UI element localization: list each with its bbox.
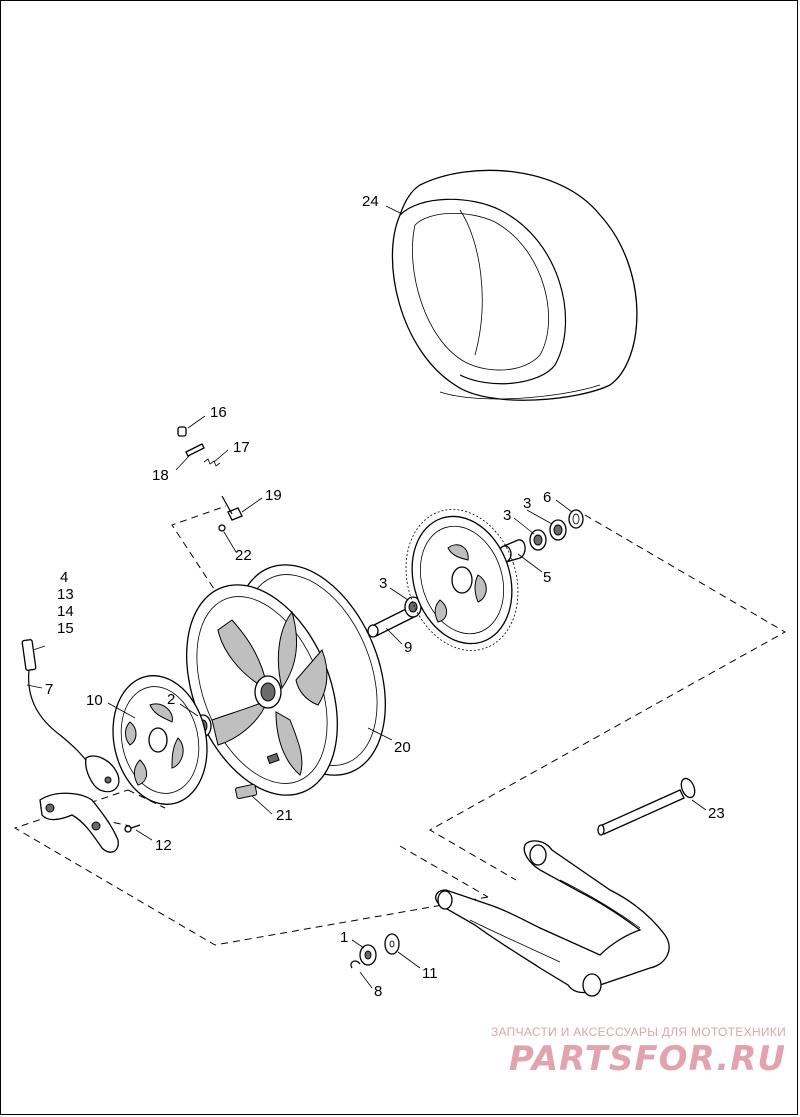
callout-12: 12 [155, 837, 172, 854]
brake-rotor[interactable] [101, 667, 218, 813]
rear-sprocket[interactable] [388, 495, 535, 665]
callout-3-inner: 3 [503, 507, 511, 524]
callout-15: 15 [57, 620, 74, 637]
sprocket-bearing-inner[interactable] [529, 529, 547, 551]
callout-11: 11 [422, 965, 438, 982]
wheel-weight[interactable] [235, 783, 258, 800]
callout-5: 5 [543, 569, 551, 586]
sprocket-bearing-outer[interactable] [549, 519, 567, 541]
callout-10: 10 [86, 692, 103, 709]
valve-stem[interactable] [221, 495, 243, 521]
callout-3-center: 3 [379, 575, 387, 592]
rear-axle[interactable] [597, 776, 697, 836]
callout-24: 24 [362, 193, 379, 210]
valve-o-ring[interactable] [218, 524, 226, 532]
callout-18: 18 [152, 467, 169, 484]
abs-sensor-cable[interactable] [21, 639, 120, 793]
callout-7: 7 [45, 681, 53, 698]
callout-labels: 24 16 17 18 19 22 3 3 6 5 3 9 20 2 10 4 … [45, 193, 725, 1000]
axle-nut[interactable] [359, 944, 377, 966]
callout-8: 8 [374, 983, 382, 1000]
retaining-clip[interactable] [350, 960, 361, 969]
callout-20: 20 [394, 739, 411, 756]
valve-spring[interactable] [203, 458, 221, 467]
valve-cap[interactable] [177, 426, 187, 437]
callout-9: 9 [404, 639, 412, 656]
tire[interactable] [391, 169, 638, 401]
callout-2: 2 [167, 691, 175, 708]
callout-23: 23 [708, 805, 725, 822]
callout-3-outer: 3 [523, 495, 531, 512]
callout-16: 16 [210, 404, 227, 421]
axle-washer[interactable] [384, 933, 400, 955]
watermark-brand: PARTSFOR.RU [508, 1039, 786, 1079]
wheel-rim[interactable] [158, 543, 415, 818]
caliper-bracket[interactable] [39, 792, 119, 853]
callout-1: 1 [340, 929, 348, 946]
valve-core[interactable] [185, 443, 205, 457]
watermark: ЗАПЧАСТИ И АКСЕССУАРЫ ДЛЯ МОТОТЕХНИКИ PA… [491, 1025, 786, 1079]
callout-19: 19 [265, 487, 282, 504]
callout-6: 6 [543, 489, 551, 506]
leader-lines [26, 205, 707, 989]
callout-22: 22 [235, 547, 252, 564]
callout-21: 21 [276, 807, 293, 824]
sprocket-seal[interactable] [568, 509, 584, 529]
callout-4: 4 [60, 569, 68, 586]
callout-14: 14 [57, 603, 74, 620]
callout-13: 13 [57, 586, 74, 603]
watermark-subtitle: ЗАПЧАСТИ И АКСЕССУАРЫ ДЛЯ МОТОТЕХНИКИ [490, 1025, 786, 1039]
rotor-screw[interactable] [124, 824, 141, 833]
swingarm[interactable] [435, 840, 670, 997]
callout-17: 17 [233, 439, 250, 456]
